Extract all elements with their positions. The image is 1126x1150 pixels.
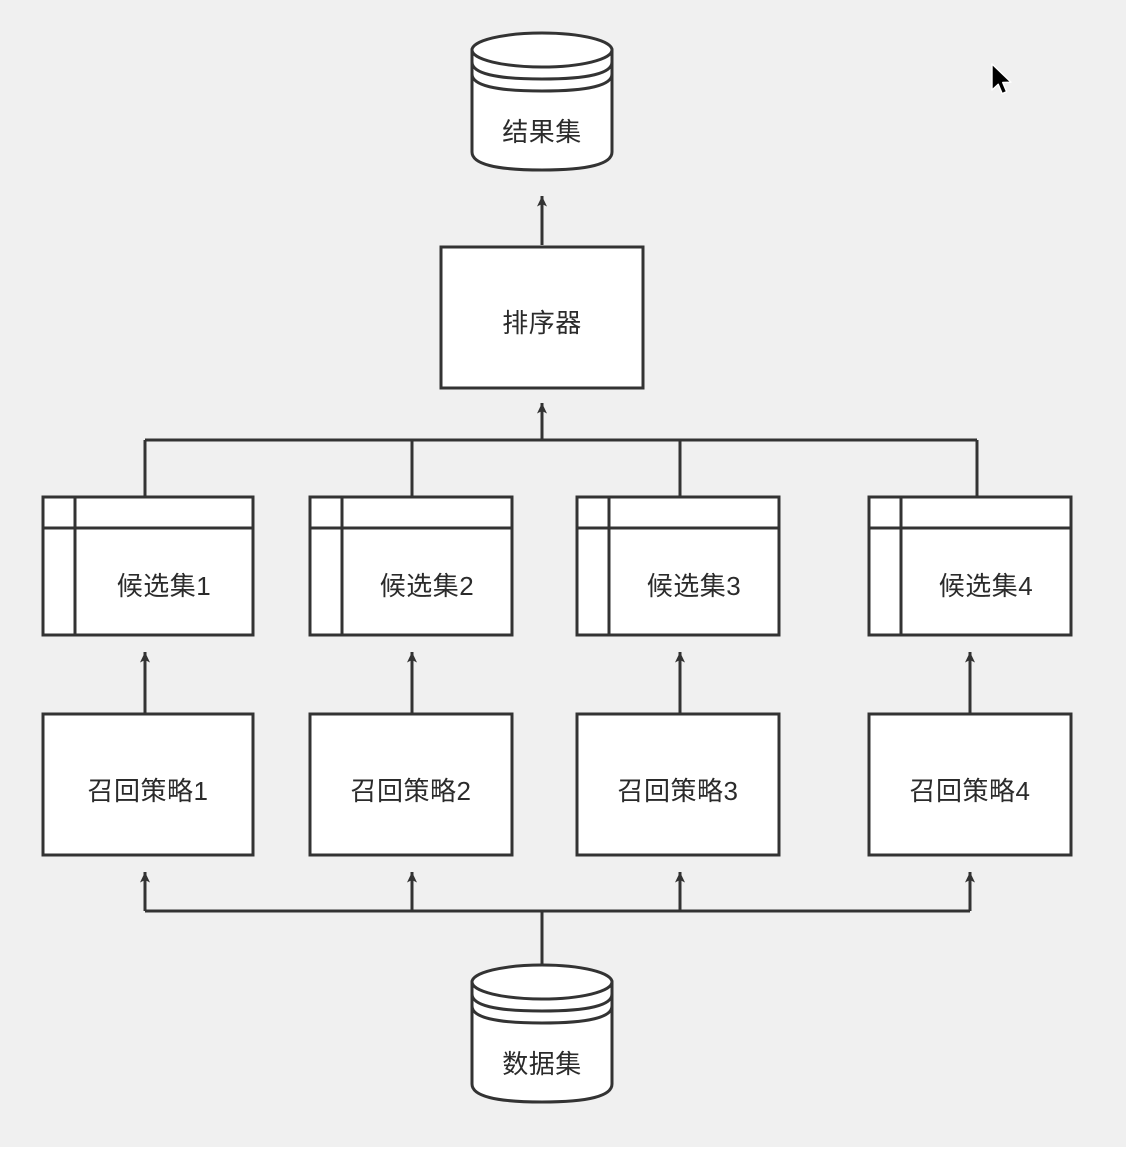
node-recall-strategy-4[interactable] xyxy=(867,712,1073,857)
node-candidate-set-2[interactable] xyxy=(308,495,514,637)
node-recall-strategy-3[interactable] xyxy=(575,712,781,857)
node-recall-strategy-1[interactable] xyxy=(41,712,255,857)
node-ranker[interactable] xyxy=(439,245,645,390)
node-candidate-set-1[interactable] xyxy=(41,495,255,637)
edge-candidates-bus-to-ranker xyxy=(143,403,979,497)
edge-dataset-bus-to-strategies xyxy=(140,872,975,965)
node-dataset[interactable] xyxy=(470,963,614,1104)
node-candidate-set-4[interactable] xyxy=(867,495,1073,637)
node-result-set[interactable] xyxy=(470,31,614,172)
node-recall-strategy-2[interactable] xyxy=(308,712,514,857)
node-candidate-set-3[interactable] xyxy=(575,495,781,637)
